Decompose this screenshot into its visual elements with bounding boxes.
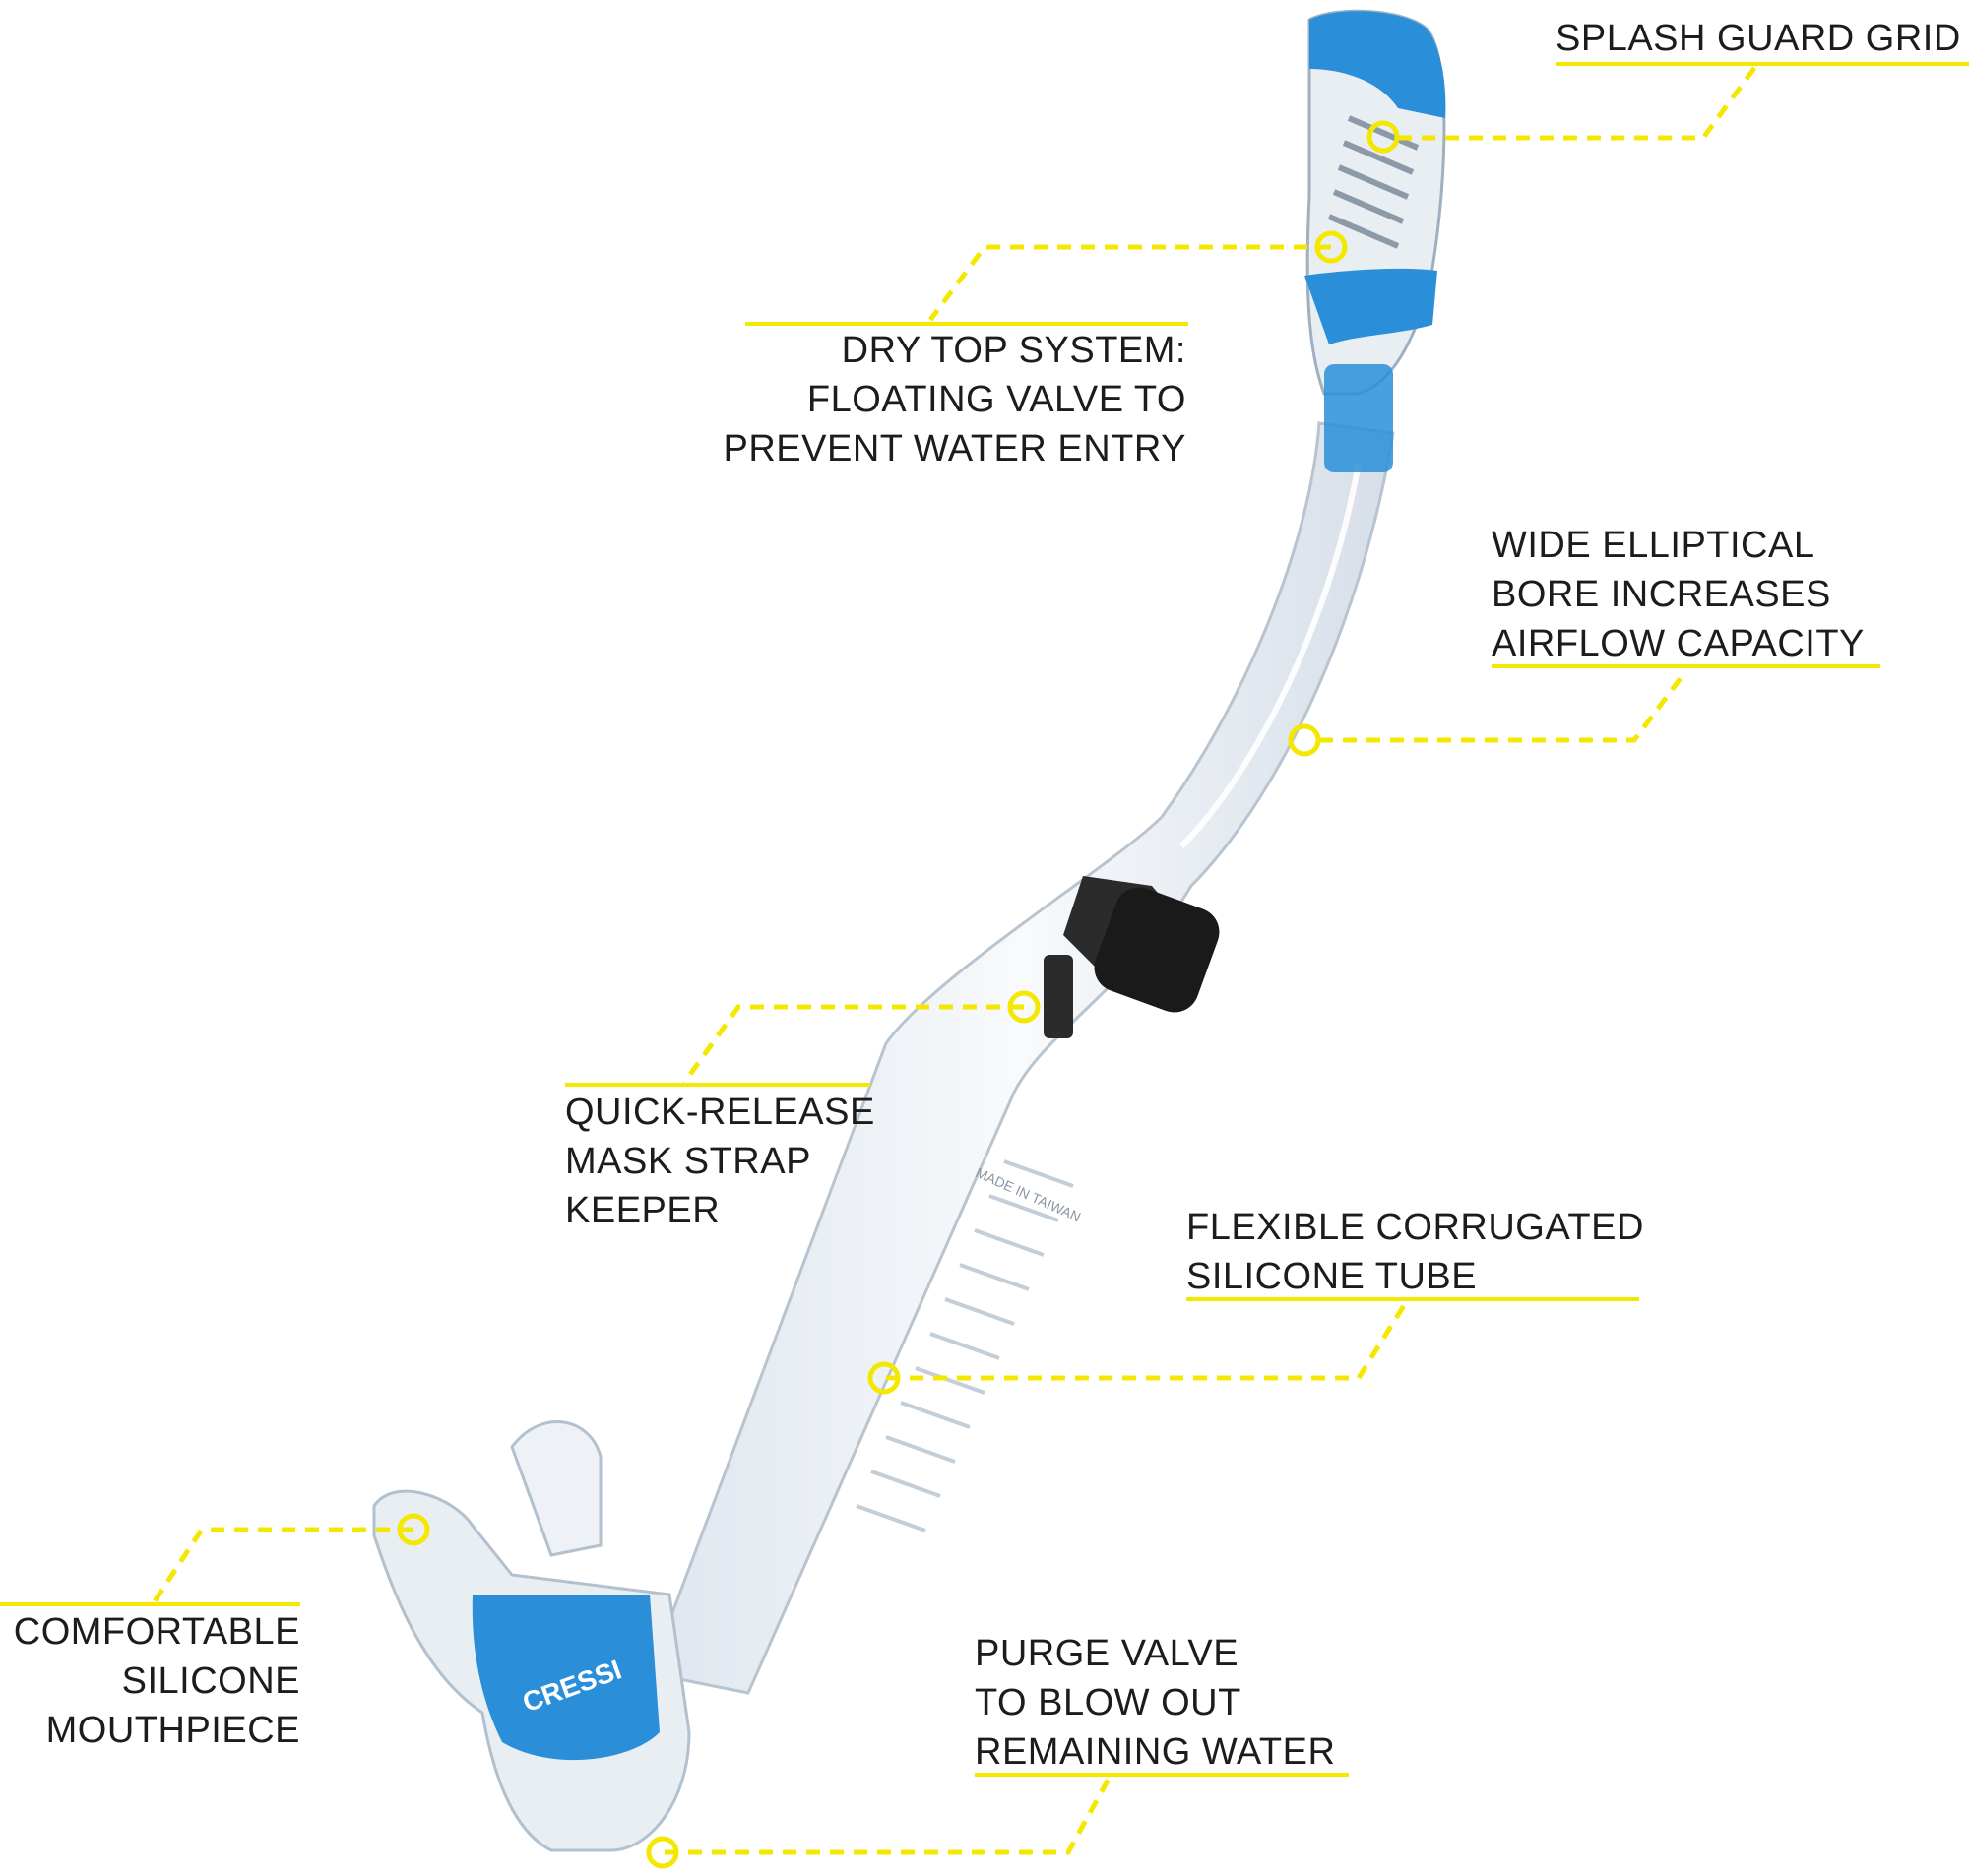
callout-line: QUICK-RELEASE [565, 1092, 875, 1133]
leader-quick-release [681, 1004, 1024, 1085]
marker-quick-release [1007, 990, 1041, 1024]
splash-guard-grid [1327, 115, 1420, 249]
marker-dry-top [1314, 230, 1348, 264]
callout-line: COMFORTABLE [13, 1611, 300, 1653]
callout-line: FLEXIBLE CORRUGATED [1186, 1207, 1644, 1248]
dry-top-collar [1324, 364, 1393, 472]
callout-line: PURGE VALVE [975, 1633, 1239, 1674]
callout-line: REMAINING WATER [975, 1731, 1336, 1773]
marker-wide-bore [1288, 723, 1321, 757]
corrugated-section [856, 1159, 1074, 1532]
callout-leaders [150, 62, 1760, 1855]
callout-line: MASK STRAP [565, 1141, 811, 1182]
callout-markers [397, 120, 1400, 1869]
marker-mouthpiece [397, 1513, 430, 1546]
dry-top-band [1304, 268, 1437, 344]
underline-wide-bore [1492, 664, 1880, 668]
callout-wide-bore: WIDE ELLIPTICAL BORE INCREASES AIRFLOW C… [1492, 521, 1865, 668]
underline-flexible-tube [1186, 1297, 1639, 1301]
leader-purge-valve [665, 1770, 1115, 1855]
underline-splash-guard [1556, 62, 1969, 66]
callout-splash-guard: SPLASH GUARD GRID [1556, 14, 1961, 63]
underline-dry-top [745, 322, 1188, 326]
callout-line: PREVENT WATER ENTRY [723, 428, 1186, 469]
callout-line: WIDE ELLIPTICAL [1492, 525, 1815, 566]
marker-splash-guard [1366, 120, 1400, 154]
leader-mouthpiece [150, 1527, 413, 1606]
callout-line: SILICONE TUBE [1186, 1256, 1478, 1297]
snorkel-illustration: MADE IN TAIWAN CRESSI [372, 9, 1446, 1852]
leader-flexible-tube [886, 1297, 1411, 1381]
mouthpiece: CRESSI [372, 1420, 691, 1852]
callout-line: MOUTHPIECE [45, 1710, 300, 1751]
callout-purge-valve: PURGE VALVE TO BLOW OUT REMAINING WATER [975, 1629, 1335, 1777]
callout-line: TO BLOW OUT [975, 1682, 1241, 1723]
callout-line: SPLASH GUARD GRID [1556, 18, 1961, 59]
callout-line: BORE INCREASES [1492, 574, 1831, 615]
leader-dry-top [927, 244, 1331, 322]
splash-guard-cap [1309, 11, 1446, 118]
underline-quick-release [565, 1083, 870, 1087]
callout-line: KEEPER [565, 1190, 721, 1231]
callout-flexible-tube: FLEXIBLE CORRUGATED SILICONE TUBE [1186, 1203, 1644, 1301]
callout-dry-top: DRY TOP SYSTEM: FLOATING VALVE TO PREVEN… [689, 326, 1186, 473]
callout-mouthpiece: COMFORTABLE SILICONE MOUTHPIECE [0, 1607, 300, 1755]
leader-splash-guard [1398, 62, 1760, 141]
marker-flexible-tube [867, 1361, 901, 1395]
leader-wide-bore [1319, 672, 1686, 743]
callout-line: AIRFLOW CAPACITY [1492, 623, 1865, 664]
strap-keeper [1044, 876, 1220, 1038]
callout-quick-release: QUICK-RELEASE MASK STRAP KEEPER [565, 1088, 875, 1235]
marker-purge-valve [646, 1836, 679, 1869]
callout-line: SILICONE [121, 1660, 300, 1702]
underline-mouthpiece [0, 1602, 300, 1606]
underline-purge-valve [975, 1773, 1349, 1777]
snorkel-tube [647, 421, 1395, 1695]
callout-line: FLOATING VALVE TO [806, 379, 1186, 420]
callout-line: DRY TOP SYSTEM: [841, 330, 1186, 371]
mouthpiece-blue-band [472, 1595, 660, 1761]
